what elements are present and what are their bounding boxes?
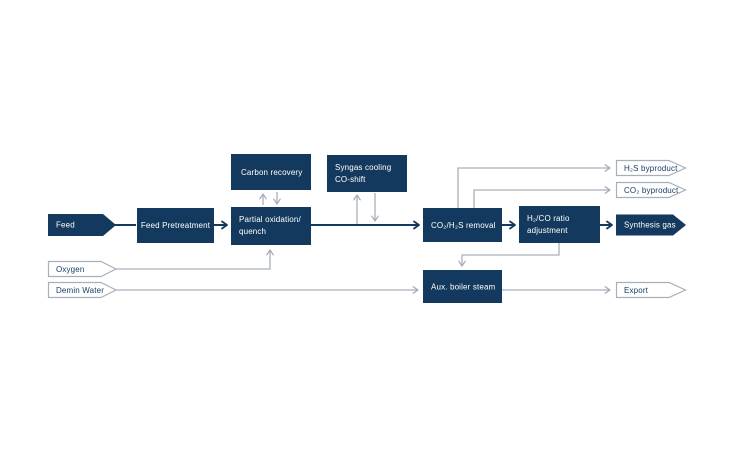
partial-oxidation-label-line1: Partial oxidation/: [239, 215, 301, 224]
co2-h2s-removal-box: [423, 208, 502, 242]
demin-water-input-arrow: [47, 281, 118, 299]
syngas-cooling-label-line2: CO-shift: [335, 175, 366, 184]
edge-adjustment-to-aux-boiler-steam: [458, 243, 560, 267]
carbon-recovery-box: [231, 154, 311, 190]
export-output-arrow: [615, 281, 687, 299]
feed-pretreatment-label: Feed Pretreatment: [141, 221, 211, 230]
h2s-byproduct-output-arrow: [615, 159, 687, 177]
edge-removal-to-h2s-byproduct: [457, 164, 611, 208]
edge-oxygen-to-partial-oxidation: [116, 249, 274, 270]
co2-h2s-removal-label: CO₂/H₂S removal: [431, 221, 496, 230]
export-label: Export: [624, 286, 649, 295]
partial-oxidation-quench-box: [231, 207, 311, 245]
aux-boiler-steam-label: Aux. boiler steam: [431, 283, 496, 292]
syngas-cooling-label-line1: Syngas cooling: [335, 163, 391, 172]
carbon-recovery-label: Carbon recovery: [241, 168, 302, 177]
feed-pretreatment-box: [137, 208, 214, 243]
edge-removal-to-co2-byproduct: [473, 186, 611, 208]
partial-oxidation-label-line2: quench: [239, 227, 266, 236]
h2-co-ratio-label-line1: H₂/CO ratio: [527, 214, 570, 223]
co2-byproduct-output-arrow: [615, 181, 687, 199]
h2s-byproduct-label: H₂S byproduct: [624, 164, 678, 173]
synthesis-gas-label: Synthesis gas: [624, 221, 676, 230]
aux-boiler-steam-box: [423, 270, 502, 303]
h2-co-ratio-label-line2: adjustment: [527, 226, 568, 235]
oxygen-label: Oxygen: [56, 265, 84, 274]
syngas-cooling-co-shift-box: [327, 155, 407, 192]
feed-input-arrow: [48, 214, 116, 236]
co2-byproduct-label: CO₂ byproduct: [624, 186, 679, 195]
feed-label: Feed: [56, 221, 75, 230]
synthesis-gas-output-arrow: [616, 214, 686, 236]
oxygen-input-arrow: [47, 260, 118, 278]
demin-water-label: Demin Water: [56, 286, 104, 295]
h2-co-ratio-adjustment-box: [519, 206, 600, 243]
